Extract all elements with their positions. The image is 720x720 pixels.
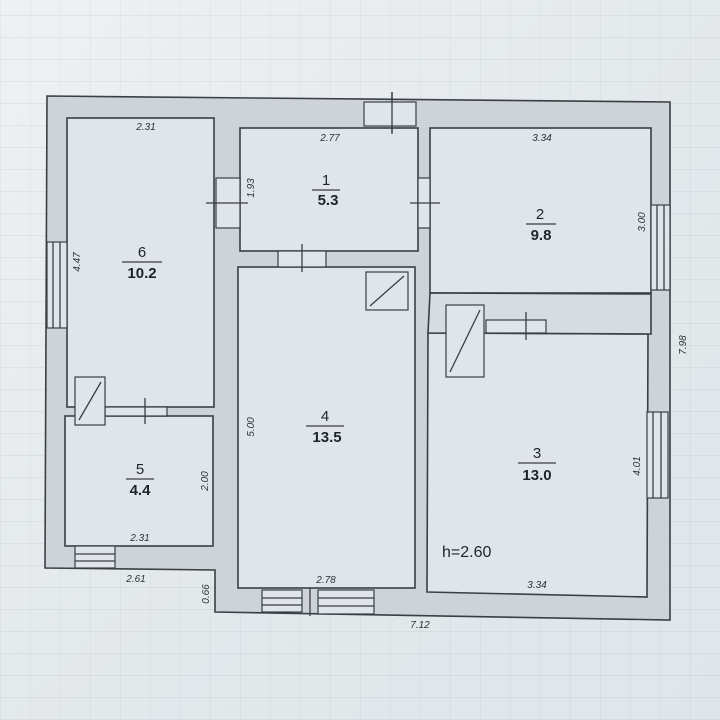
dim-porch-height: 0.66 bbox=[201, 584, 212, 604]
dim-room1-top: 2.77 bbox=[319, 133, 340, 144]
door-openings bbox=[104, 92, 547, 424]
windows bbox=[46, 204, 671, 616]
room-1-number: 1 bbox=[322, 172, 330, 189]
dim-room4-side: 5.00 bbox=[246, 417, 257, 437]
dim-outer-bottom: 7.12 bbox=[410, 620, 430, 631]
room-1-area: 5.3 bbox=[318, 192, 339, 209]
dim-room5-bottom: 2.31 bbox=[129, 533, 149, 544]
dim-room6-top: 2.31 bbox=[135, 122, 155, 133]
room-6-number: 6 bbox=[138, 244, 146, 261]
room-4-area: 13.5 bbox=[312, 429, 341, 446]
room-4 bbox=[237, 266, 416, 589]
room-6-area: 10.2 bbox=[127, 265, 156, 282]
room-5-number: 5 bbox=[136, 461, 144, 478]
dim-porch-width: 2.61 bbox=[125, 574, 145, 585]
dim-outer-right: 7.98 bbox=[678, 335, 689, 355]
dim-room5-side: 2.00 bbox=[200, 471, 211, 492]
room-2-area: 9.8 bbox=[531, 227, 552, 244]
dim-room4-bottom: 2.78 bbox=[315, 575, 336, 586]
dim-room3-bottom: 3.34 bbox=[527, 580, 547, 591]
stoves bbox=[74, 271, 485, 426]
dimension-labels: 2.31 4.47 2.77 1.93 3.34 3.00 5.00 2.78 … bbox=[72, 122, 689, 631]
ceiling-height: h=2.60 bbox=[442, 544, 491, 561]
dim-room3-side: 4.01 bbox=[632, 456, 643, 475]
dim-room2-side: 3.00 bbox=[637, 212, 648, 232]
room-4-number: 4 bbox=[321, 408, 329, 425]
dim-room1-side: 1.93 bbox=[246, 178, 257, 198]
room-labels: 1 5.3 2 9.8 3 13.0 4 13.5 5 4.4 6 10.2 bbox=[122, 172, 556, 499]
room-3-area: 13.0 bbox=[522, 467, 551, 484]
room-2-number: 2 bbox=[536, 206, 544, 223]
room-5 bbox=[64, 415, 214, 547]
room-5-area: 4.4 bbox=[130, 482, 152, 499]
room-3-number: 3 bbox=[533, 445, 541, 462]
dim-room6-side: 4.47 bbox=[72, 252, 83, 272]
dim-room2-top: 3.34 bbox=[532, 133, 552, 144]
